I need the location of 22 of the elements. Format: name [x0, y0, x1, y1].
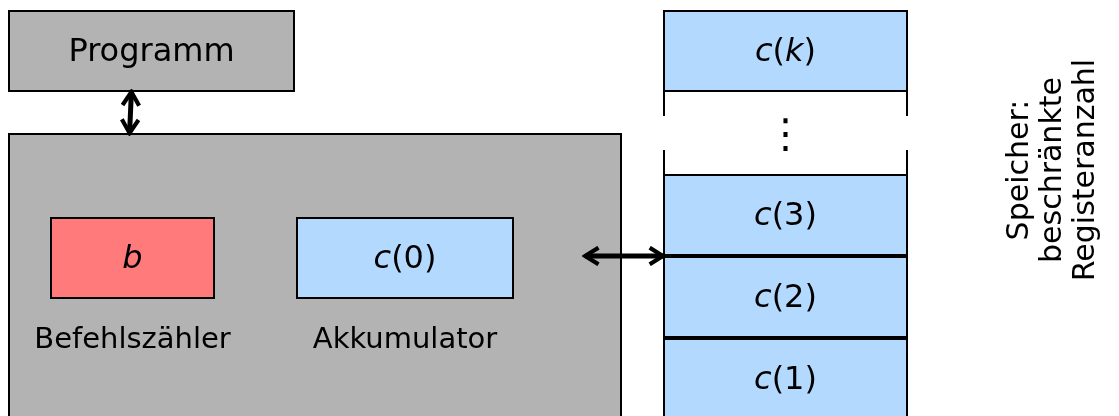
ellipsis: ⋮ [765, 111, 806, 155]
node-label: Akkumulator [312, 321, 498, 355]
register-label: c(2) [754, 279, 817, 315]
register-box [663, 174, 908, 256]
register-label: c(k) [754, 33, 817, 69]
double-arrow [583, 245, 666, 267]
ellipsis-segment [663, 92, 908, 174]
processor-box [8, 133, 622, 416]
register-box [663, 256, 908, 338]
register-box [50, 217, 215, 299]
register-label: c(0) [373, 240, 437, 276]
register-box [296, 217, 514, 299]
double-arrow [119, 89, 142, 136]
register-label: Programm [68, 33, 235, 69]
register-label: c(1) [754, 361, 817, 397]
side-note: Speicher: beschränkte Registeranzahl [1000, 57, 1100, 284]
register-box [663, 10, 908, 92]
register-label: b [122, 240, 143, 276]
node-label: Befehlszähler [34, 321, 231, 355]
register-label: c(3) [754, 197, 817, 233]
program-box [8, 10, 295, 92]
register-box [663, 338, 908, 416]
